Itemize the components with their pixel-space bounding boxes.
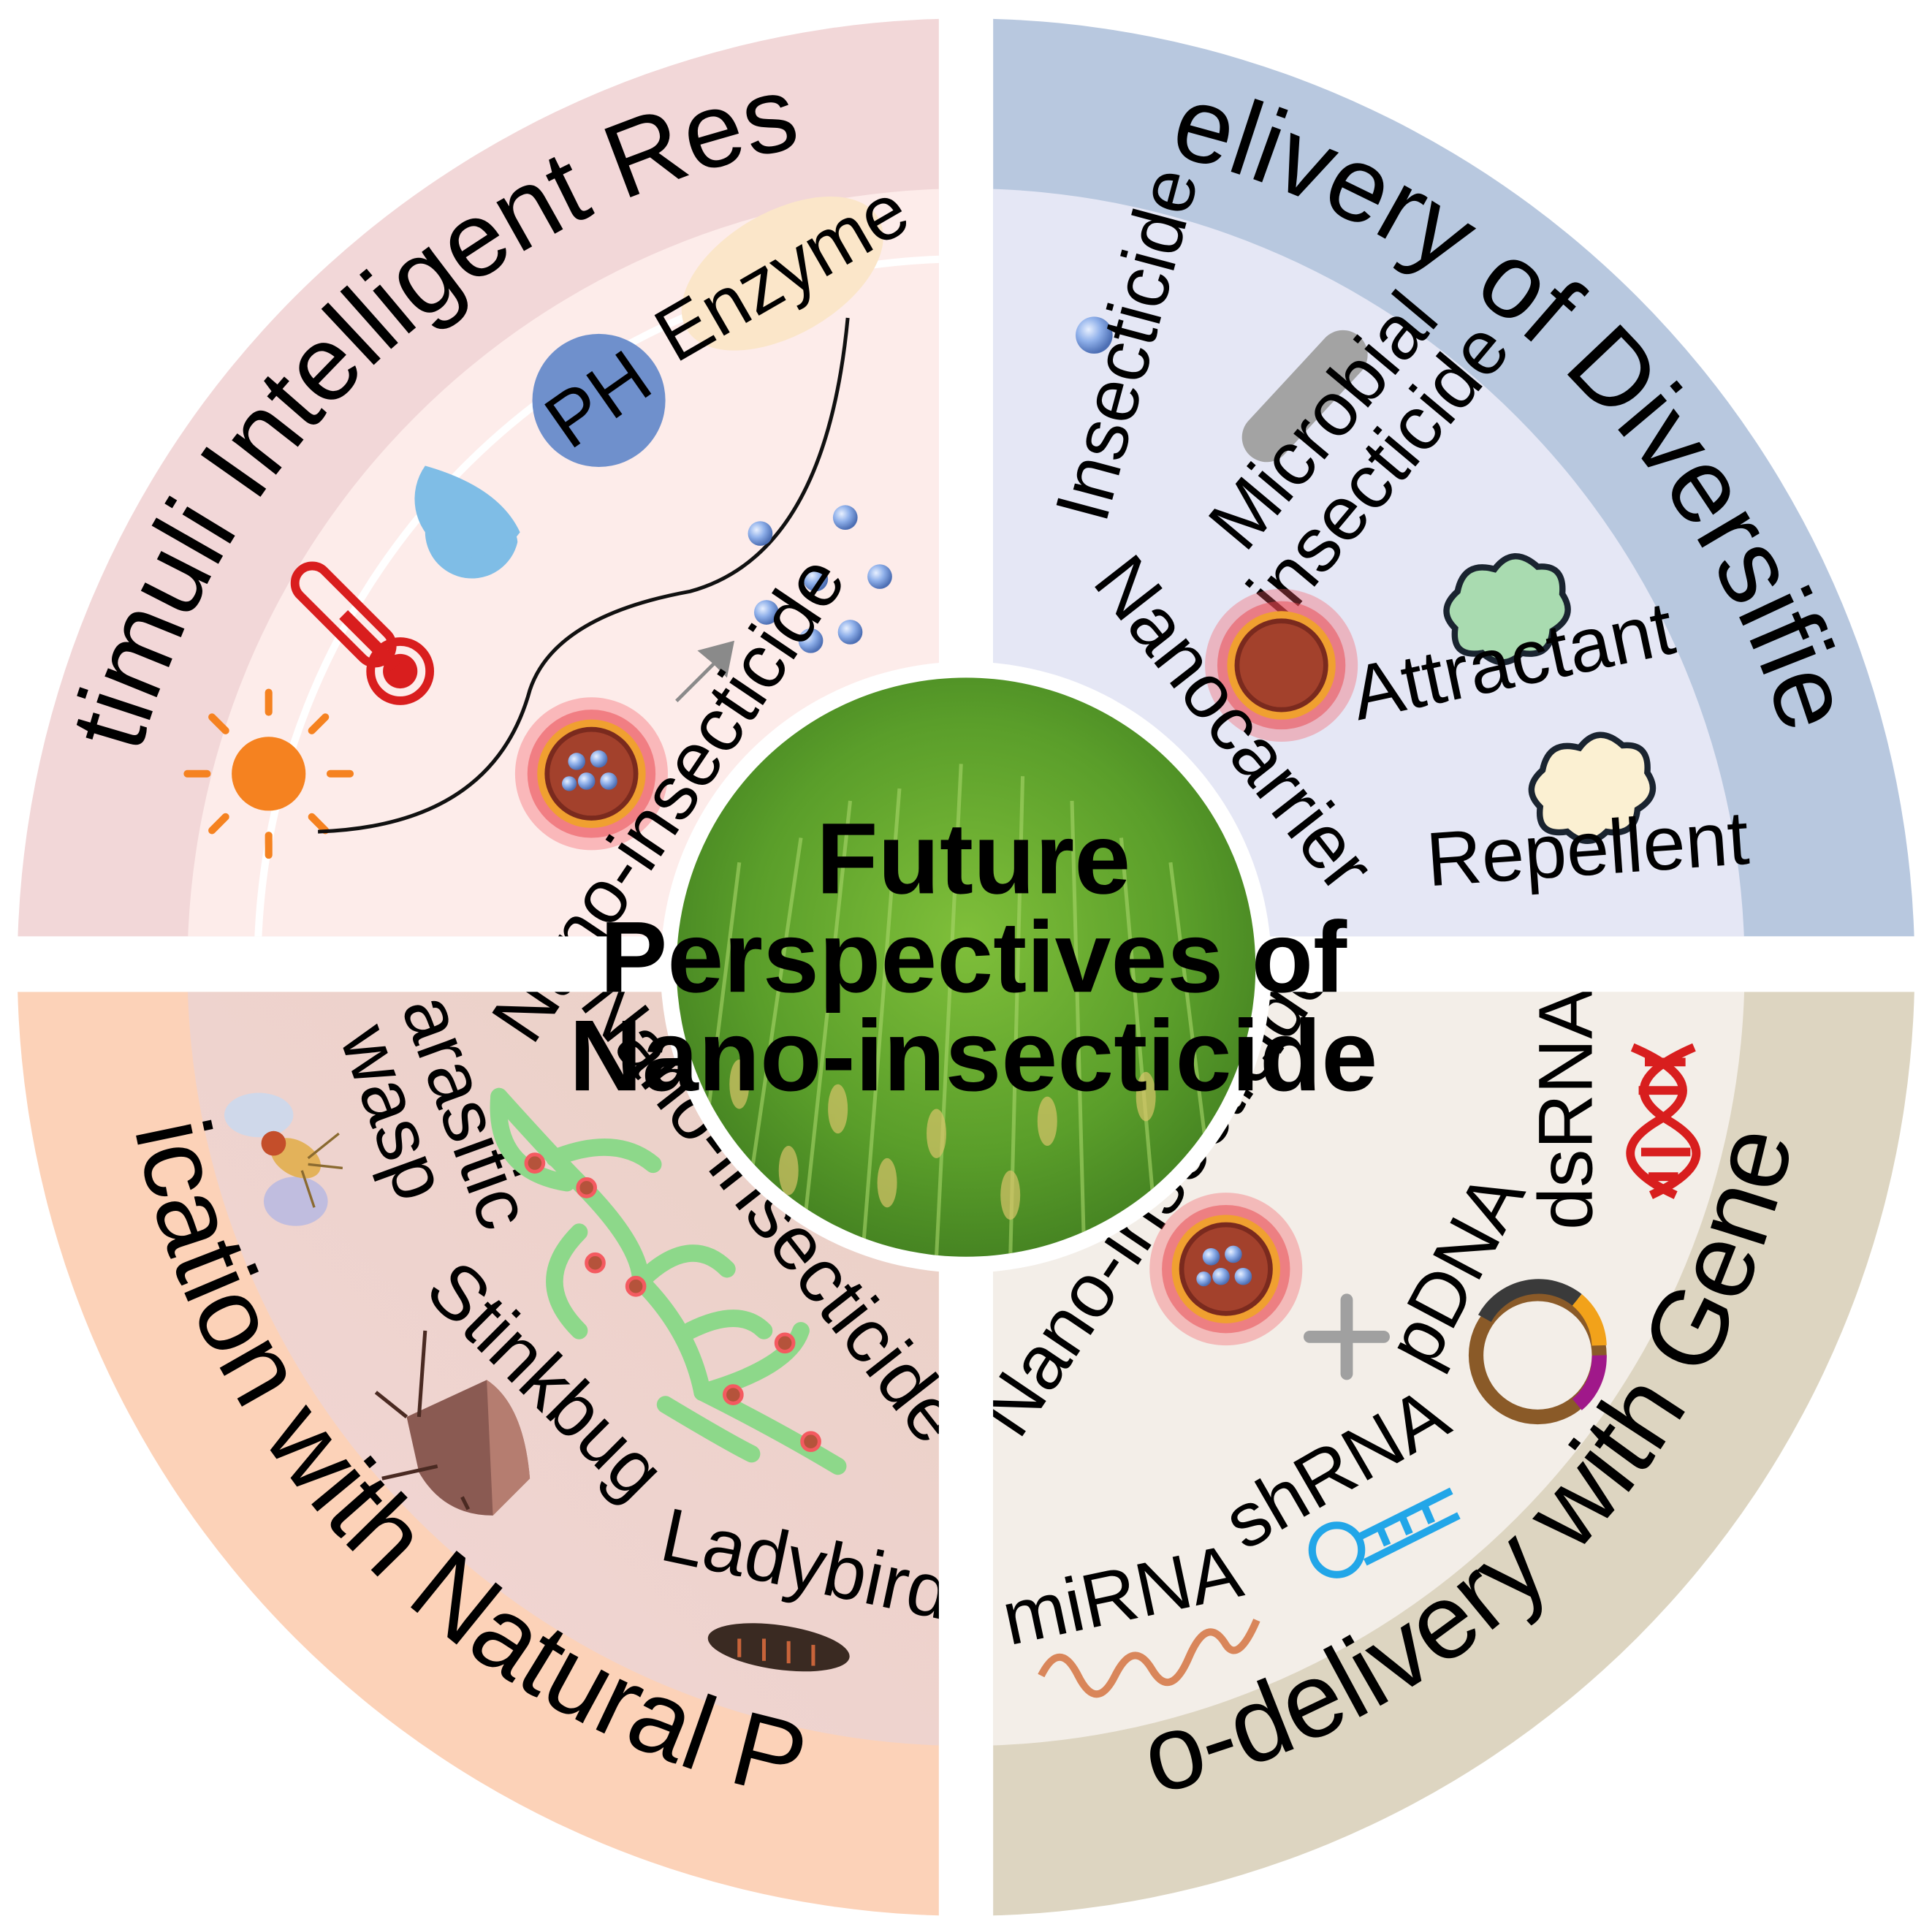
stinkbug-icon <box>374 1330 530 1516</box>
mirna-wave-icon <box>1038 1619 1260 1698</box>
nano-insecticide-particle-br <box>1149 1193 1303 1346</box>
microbial-rod-icon <box>1241 330 1368 463</box>
rice-field-image <box>676 677 1256 1257</box>
release-arrow-icon <box>675 640 735 703</box>
center-title-line-2: Perspectives of <box>600 901 1347 1014</box>
shrna-icon <box>1308 1487 1461 1578</box>
repellent-cloud-icon <box>1528 731 1657 844</box>
quadrant-top-left <box>18 18 939 937</box>
sun-icon <box>183 688 354 859</box>
thermometer-icon <box>290 561 435 705</box>
nano-particles-on-vine <box>524 1152 821 1453</box>
released-beads <box>748 505 892 653</box>
ph-icon: PH <box>530 333 666 468</box>
stimuli-bracket <box>318 317 850 834</box>
leaf-vine-icon <box>490 1087 847 1475</box>
dsrna-label: dsRNA <box>1524 988 1609 1230</box>
nano-insecticide-particle-tl <box>514 697 668 851</box>
plasmid-icon <box>1468 1279 1607 1425</box>
attractant-cloud-icon <box>1443 553 1571 666</box>
insecticide-bead-icon <box>1076 316 1113 354</box>
center-title-line-1: Future <box>816 802 1130 915</box>
dsrna-helix-icon <box>1626 1043 1701 1199</box>
ladybird-larva-icon <box>707 1623 850 1672</box>
parasitic-wasp-icon <box>224 1092 343 1226</box>
plus-icon <box>1303 1293 1391 1380</box>
center-title-line-3: Nano-insecticide <box>569 1000 1377 1112</box>
